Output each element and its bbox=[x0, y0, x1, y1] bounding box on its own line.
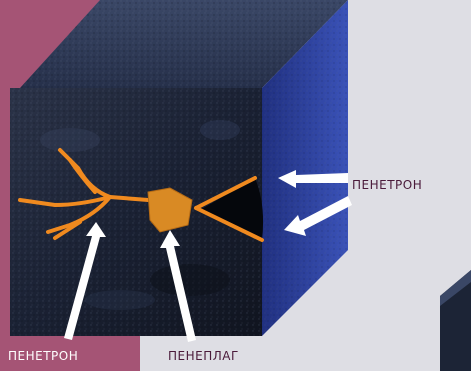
label-penetron-right: ПЕНЕТРОН bbox=[352, 179, 422, 191]
label-penetron-bottom: ПЕНЕТРОН bbox=[8, 350, 78, 362]
label-peneplug-bottom: ПЕНЕПЛАГ bbox=[168, 350, 239, 362]
